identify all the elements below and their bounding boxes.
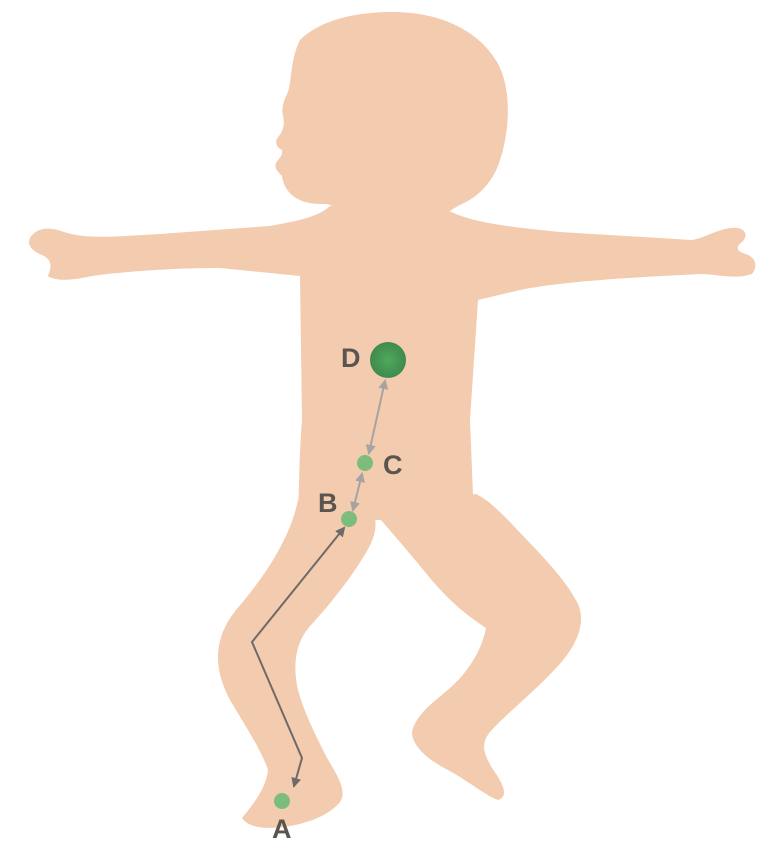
label-a: A [272,814,292,841]
right-leg [372,494,581,800]
label-c: C [383,450,403,480]
point-d [370,342,406,378]
point-a [274,793,290,809]
point-b [341,511,357,527]
label-b: B [318,488,338,518]
label-d: D [341,343,361,373]
body-silhouette [29,12,755,828]
point-c [357,455,373,471]
head-shape [275,12,507,222]
